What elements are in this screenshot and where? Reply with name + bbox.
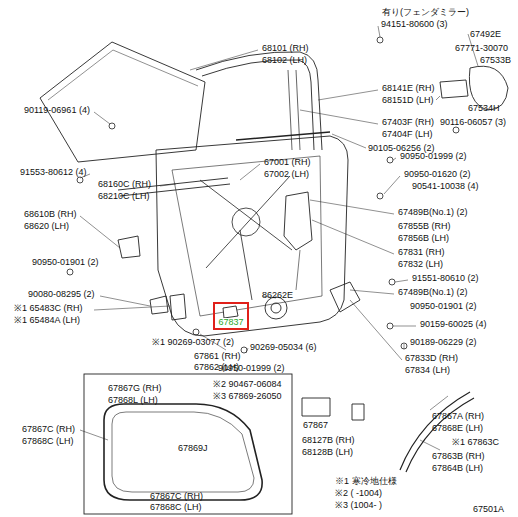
garnish	[302, 398, 330, 416]
outside-handle	[330, 282, 360, 312]
part-number: 90950-01620 (2)	[404, 170, 471, 179]
part-number: 67489B(No.1) (2)	[398, 208, 468, 217]
part-number: 67867	[303, 421, 328, 430]
clip	[352, 404, 364, 420]
window-glass	[40, 42, 205, 162]
part-number: 67869J	[178, 444, 208, 453]
door-lock	[284, 192, 312, 250]
part-number: 67832 (LH)	[398, 260, 443, 269]
bolts	[67, 37, 459, 353]
door-panel	[156, 136, 348, 336]
part-number: 67856B (LH)	[398, 234, 449, 243]
part-number: 68128B (LH)	[302, 448, 353, 457]
part-number: 67867C (RH)	[22, 425, 75, 434]
door-check	[170, 294, 186, 320]
part-number: 67867C (RH)	[150, 492, 203, 501]
speaker-cone	[271, 303, 281, 313]
part-number: ※1 65484A (LH)	[14, 316, 80, 325]
mirror-base	[440, 80, 468, 98]
regulator-gear	[232, 208, 260, 236]
part-number: 67501A	[473, 505, 504, 514]
part-number: 67867G (RH)	[108, 384, 162, 393]
lock-rod	[296, 250, 300, 290]
part-number: 68102 (LH)	[262, 56, 307, 65]
leader-lines	[80, 26, 478, 360]
part-number: 90116-06057 (3)	[440, 118, 506, 127]
part-number: ※1 67863C	[452, 438, 499, 447]
part-number: 90189-06229 (2)	[410, 338, 477, 347]
part-number: 90080-08295 (2)	[28, 290, 95, 299]
part-number: 67403F (RH)	[382, 118, 434, 127]
part-number: 67771-30070	[455, 44, 508, 53]
part-number: 67833D (RH)	[405, 354, 458, 363]
part-number: ※3 67869-26050	[213, 392, 282, 401]
part-number: 90541-10038 (4)	[412, 182, 479, 191]
clip-part	[223, 306, 238, 318]
part-number: 67861 (RH)	[194, 352, 241, 361]
part-number: ※1 寒冷地仕様	[335, 477, 397, 486]
weatherstrip-inner	[112, 412, 254, 492]
door-inner	[172, 156, 322, 316]
part-number: 67489B(No.1) (2)	[398, 288, 468, 297]
part-number: 67492E	[470, 30, 501, 39]
window-regulator	[200, 176, 292, 300]
part-number: 90950-01999 (2)	[400, 152, 467, 161]
part-number: 91553-80612 (4)	[20, 168, 87, 177]
door-weatherstrip	[104, 404, 262, 500]
part-number: 68210C (LH)	[98, 192, 150, 201]
part-number: 67868E (LH)	[432, 424, 483, 433]
leader-lines	[420, 396, 448, 450]
part-number: 67837	[218, 318, 243, 327]
part-number: 67834 (LH)	[405, 366, 450, 375]
part-number: ※1 90269-03077 (2)	[152, 338, 234, 347]
part-number: ※2 90467-06084	[213, 380, 282, 389]
part-number: 68620 (LH)	[24, 222, 69, 231]
part-number: 67864B (LH)	[432, 464, 483, 473]
part-number: ※3 (1004- )	[335, 501, 382, 510]
part-number: 有り(フェンダミラー)	[382, 8, 469, 17]
leader-line	[80, 430, 108, 440]
part-number: 67533B	[480, 56, 511, 65]
glass-edge	[48, 50, 198, 100]
part-number: 67868C (LH)	[150, 503, 202, 512]
part-number: 68610B (RH)	[24, 210, 77, 219]
part-number: 67534H	[468, 104, 500, 113]
part-number: 86262E	[262, 291, 293, 300]
part-number: 67404F (LH)	[382, 130, 433, 139]
part-number: 67868C (LH)	[22, 437, 74, 446]
part-number: 90159-60025 (4)	[420, 320, 487, 329]
part-number: 68160C (RH)	[98, 180, 151, 189]
part-number: 67868L (LH)	[108, 396, 158, 405]
division-bar	[288, 70, 300, 150]
part-number: 90269-05034 (6)	[250, 343, 317, 352]
part-number: 91551-80610 (2)	[412, 274, 479, 283]
part-number: 90950-01901 (2)	[410, 302, 477, 311]
door-sash	[196, 52, 322, 150]
part-number: 67863B (RH)	[432, 452, 485, 461]
inset-box: 67867G (RH) 67868L (LH) ※2 90467-06084 ※3 6…	[84, 374, 292, 514]
highlight-box: 67837	[213, 302, 249, 330]
part-number: 67855B (RH)	[398, 222, 451, 231]
part-number: 67001 (RH)	[264, 158, 311, 167]
part-number: ※2 ( -1004)	[335, 489, 382, 498]
part-number: 90119-06961 (4)	[24, 106, 90, 115]
part-number: 67867A (RH)	[432, 412, 484, 421]
part-number: 68127B (RH)	[302, 436, 355, 445]
weatherstrip	[236, 132, 330, 140]
part-number: 90950-01901 (2)	[32, 258, 99, 267]
part-number: 68101 (RH)	[262, 44, 309, 53]
inset-frame	[84, 374, 292, 514]
door-hinge	[118, 236, 168, 314]
part-number: 90950-01999 (2)	[218, 364, 285, 373]
part-number: 68141E (RH)	[382, 84, 435, 93]
part-number: 67831 (RH)	[398, 248, 445, 257]
part-number: ※1 65483C (RH)	[14, 304, 83, 313]
part-number: 68151D (LH)	[382, 96, 434, 105]
speaker	[265, 297, 287, 319]
part-number: 67002 (LH)	[264, 170, 309, 179]
part-number: 94151-80600 (3)	[381, 20, 448, 29]
